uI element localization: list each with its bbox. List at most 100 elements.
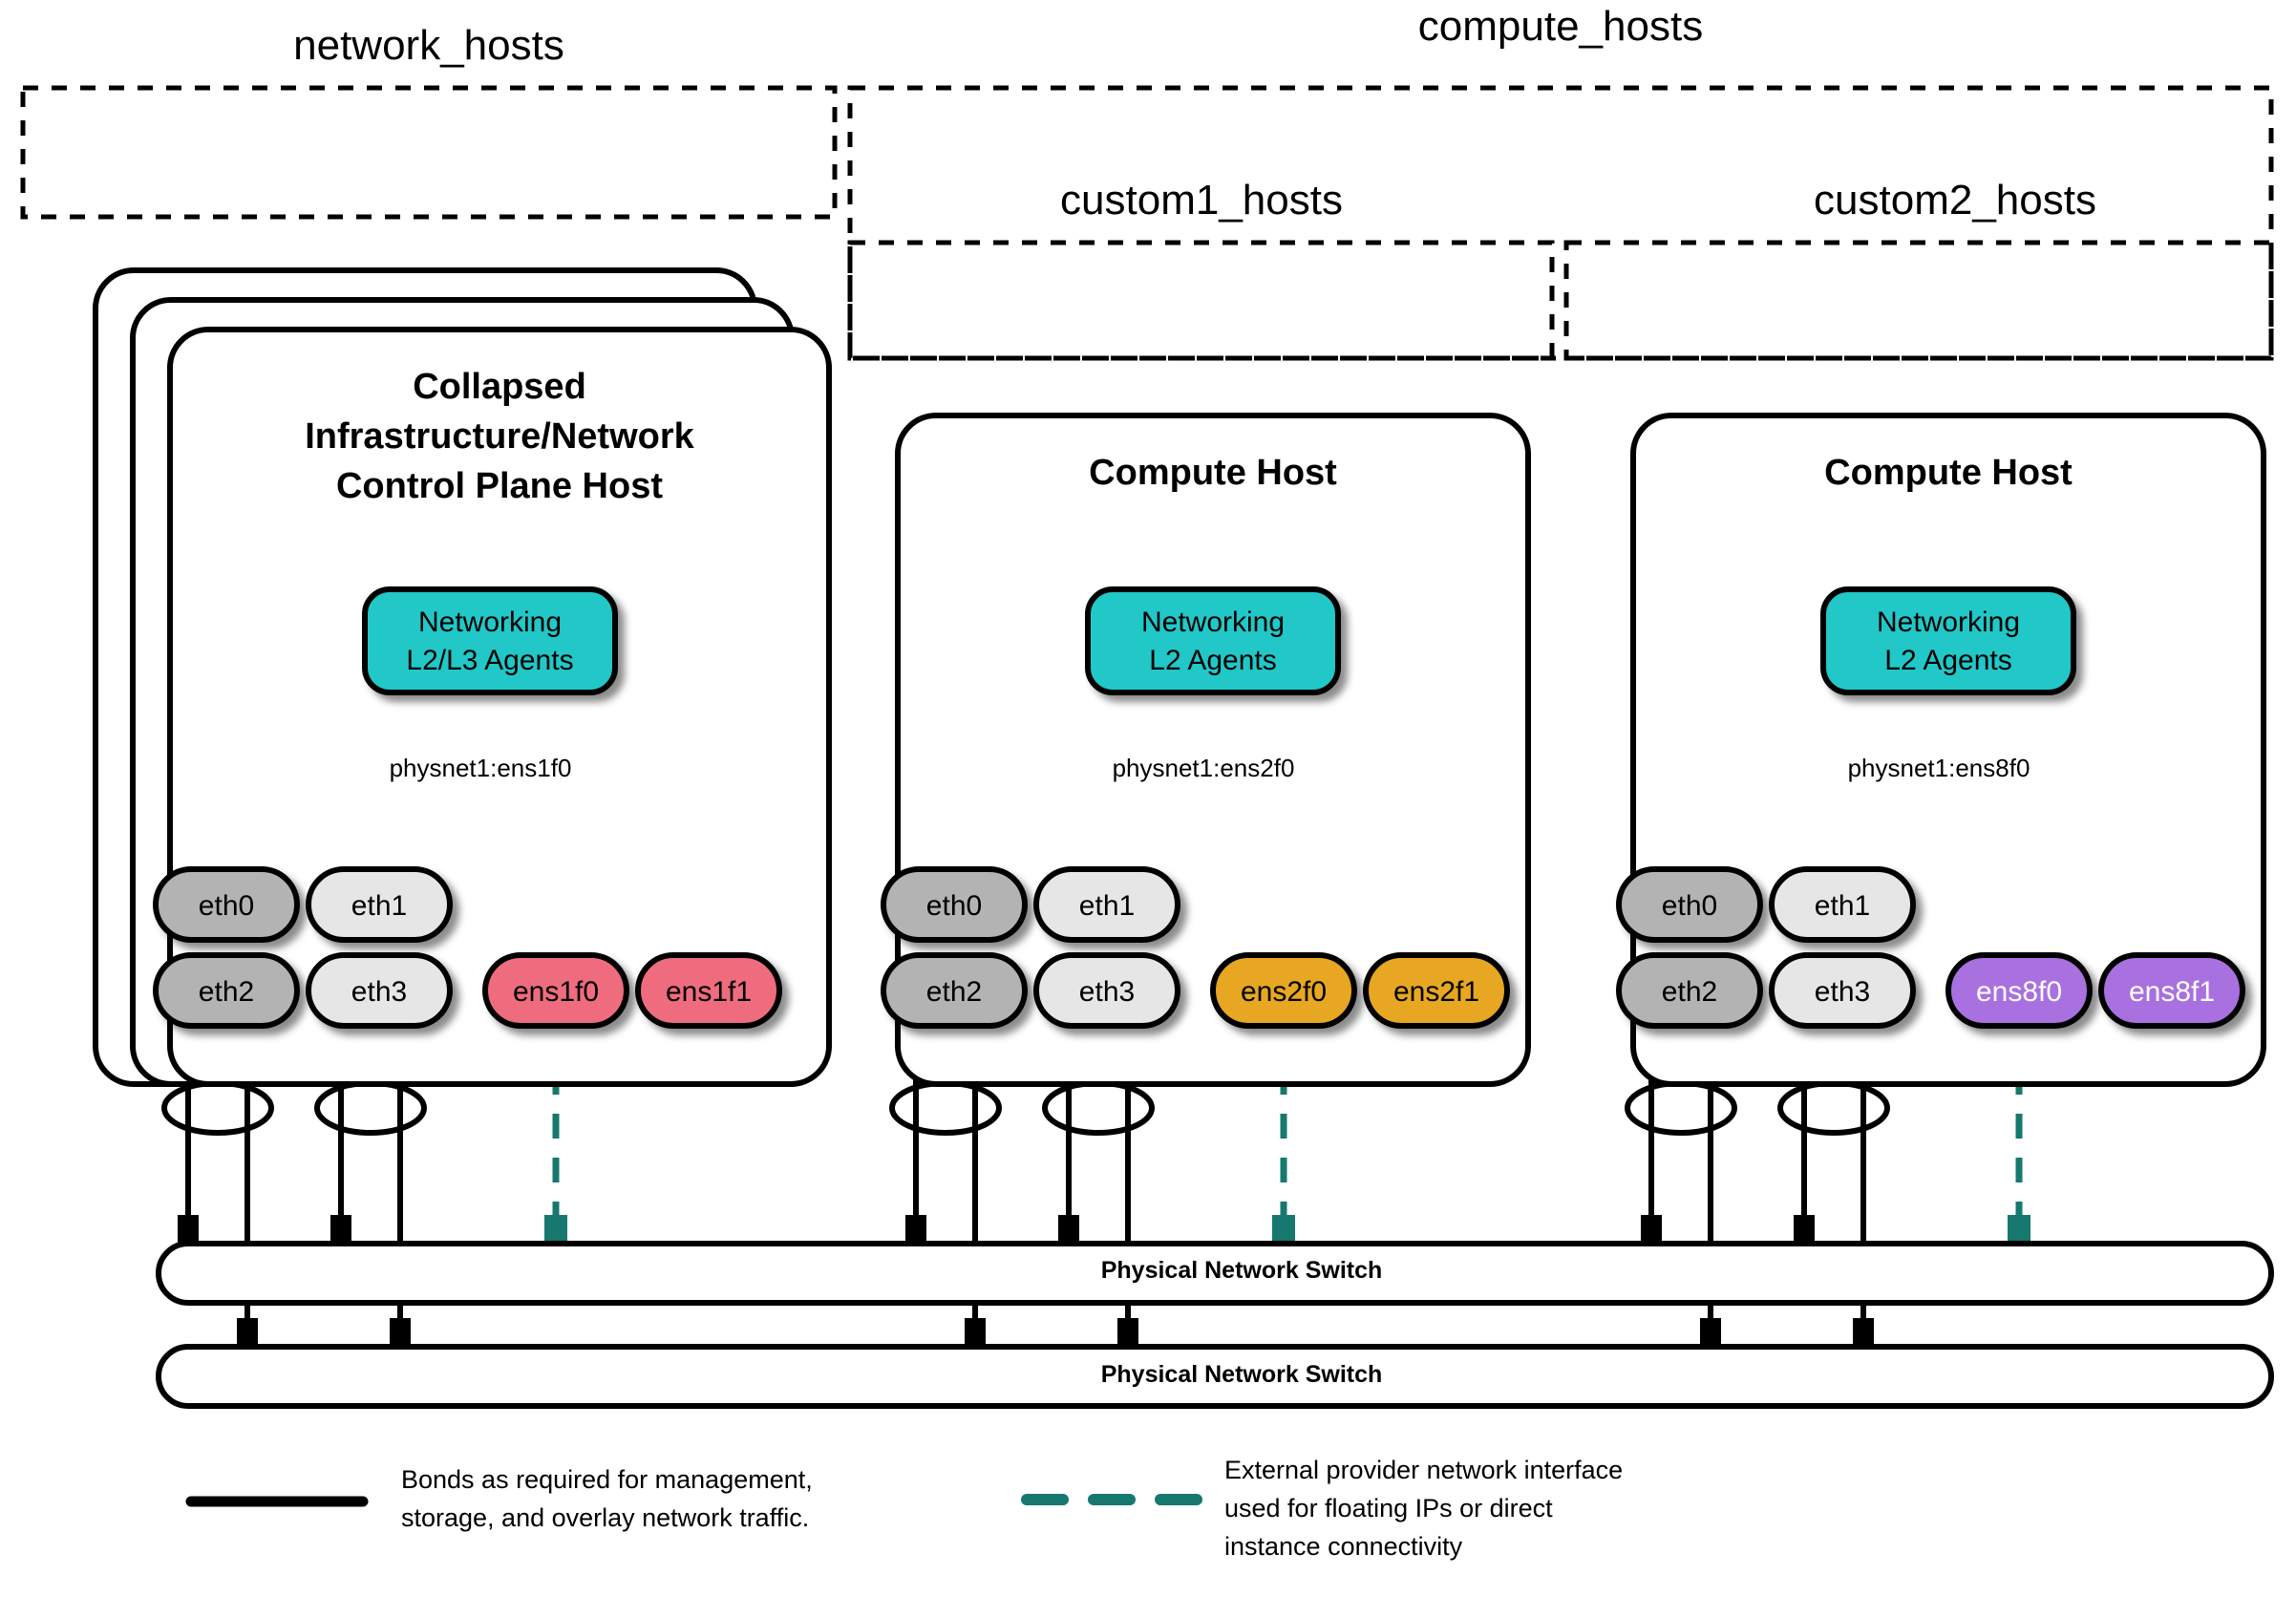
group-custom2_hosts: custom2_hosts: [1563, 177, 2274, 361]
switch-switch-bottom[interactable]: Physical Network Switch: [156, 1344, 2274, 1409]
nic-label: ens2f1: [1393, 976, 1479, 1008]
bond-group-ellipse: [314, 1080, 427, 1136]
nic-pill[interactable]: [881, 952, 1028, 1029]
nic-eth3[interactable]: eth3: [306, 952, 453, 1029]
nic-ens8f1[interactable]: ens8f1: [2098, 952, 2245, 1029]
nic-pill[interactable]: [306, 952, 453, 1029]
bond-group-ellipse: [161, 1080, 274, 1136]
agent-rect[interactable]: [1820, 586, 2076, 695]
provider-switch-port: [544, 1215, 567, 1244]
agent-label-line: L2/L3 Agents: [406, 645, 573, 676]
agent-label-line: Networking: [1141, 607, 1285, 638]
bond-group-ellipse: [889, 1080, 1002, 1136]
nic-label: eth3: [351, 976, 407, 1008]
nic-pill[interactable]: [1033, 952, 1180, 1029]
switch-label: Physical Network Switch: [1101, 1257, 1383, 1284]
host-title-line: Control Plane Host: [336, 466, 663, 506]
nic-eth3[interactable]: eth3: [1033, 952, 1180, 1029]
bond-group-ellipse: [1042, 1080, 1155, 1136]
nic-pill[interactable]: [153, 952, 300, 1029]
switch-bar[interactable]: [156, 1344, 2274, 1409]
nic-label: eth1: [1815, 890, 1870, 922]
nic-pill[interactable]: [1945, 952, 2093, 1029]
nic-label: eth0: [926, 890, 982, 922]
nic-pill[interactable]: [1363, 952, 1510, 1029]
provider-switch-port: [1272, 1215, 1295, 1244]
nic-label: eth2: [926, 976, 982, 1008]
group-label-custom2_hosts: custom2_hosts: [1814, 177, 2096, 224]
switch-port: [965, 1318, 986, 1347]
nic-pill[interactable]: [482, 952, 629, 1029]
group-label-network_hosts: network_hosts: [293, 22, 564, 69]
agent-rect[interactable]: [1085, 586, 1341, 695]
switch-port: [1641, 1215, 1662, 1244]
nic-eth1[interactable]: eth1: [1769, 866, 1916, 943]
switch-port: [1853, 1318, 1874, 1347]
nic-pill[interactable]: [306, 866, 453, 943]
legend-text-line: storage, and overlay network traffic.: [401, 1503, 809, 1532]
switch-port: [237, 1318, 258, 1347]
group-compute_hosts: compute_hosts: [847, 3, 2274, 361]
switch-port: [330, 1215, 351, 1244]
nic-eth0[interactable]: eth0: [881, 866, 1028, 943]
nic-pill[interactable]: [153, 866, 300, 943]
nic-pill[interactable]: [635, 952, 782, 1029]
switch-port: [905, 1215, 926, 1244]
switch-label: Physical Network Switch: [1101, 1361, 1383, 1388]
nic-eth2[interactable]: eth2: [153, 952, 300, 1029]
nic-ens2f0[interactable]: ens2f0: [1210, 952, 1357, 1029]
group-network_hosts: network_hosts: [20, 22, 838, 220]
legend-text-line: External provider network interface: [1224, 1456, 1623, 1484]
group-label-compute_hosts: compute_hosts: [1418, 3, 1703, 50]
nic-label: ens1f1: [666, 976, 752, 1008]
nic-pill[interactable]: [1616, 866, 1763, 943]
nic-eth2[interactable]: eth2: [1616, 952, 1763, 1029]
nic-eth3[interactable]: eth3: [1769, 952, 1916, 1029]
nic-ens1f0[interactable]: ens1f0: [482, 952, 629, 1029]
nic-ens8f0[interactable]: ens8f0: [1945, 952, 2093, 1029]
nic-pill[interactable]: [1210, 952, 1357, 1029]
nic-pill[interactable]: [1769, 952, 1916, 1029]
physnet-label: physnet1:ens8f0: [1848, 754, 2030, 782]
nic-eth0[interactable]: eth0: [1616, 866, 1763, 943]
host-title-line: Compute Host: [1824, 453, 2073, 493]
legend-text-line: used for floating IPs or direct: [1224, 1494, 1553, 1522]
nic-label: eth1: [351, 890, 407, 922]
nic-label: ens8f1: [2129, 976, 2215, 1008]
switch-port: [1794, 1215, 1815, 1244]
nic-label: eth0: [199, 890, 254, 922]
nic-eth0[interactable]: eth0: [153, 866, 300, 943]
switch-port: [178, 1215, 199, 1244]
host-title-line: Compute Host: [1089, 453, 1337, 493]
nic-pill[interactable]: [1769, 866, 1916, 943]
nic-pill[interactable]: [2098, 952, 2245, 1029]
nic-label: eth2: [1662, 976, 1717, 1008]
group-box-compute_hosts: [847, 85, 2274, 361]
nic-pill[interactable]: [1033, 866, 1180, 943]
nic-eth2[interactable]: eth2: [881, 952, 1028, 1029]
switch-switch-top[interactable]: Physical Network Switch: [156, 1241, 2274, 1306]
nic-label: ens8f0: [1976, 976, 2062, 1008]
nic-eth1[interactable]: eth1: [306, 866, 453, 943]
bond-group-ellipse: [1625, 1080, 1737, 1136]
nic-pill[interactable]: [881, 866, 1028, 943]
nic-ens2f1[interactable]: ens2f1: [1363, 952, 1510, 1029]
agent-rect[interactable]: [362, 586, 618, 695]
provider-switch-port: [2008, 1215, 2030, 1244]
nic-eth1[interactable]: eth1: [1033, 866, 1180, 943]
physnet-label: physnet1:ens1f0: [390, 754, 572, 782]
switch-bar[interactable]: [156, 1241, 2274, 1306]
nic-pill[interactable]: [1616, 952, 1763, 1029]
nic-label: eth0: [1662, 890, 1717, 922]
nic-ens1f1[interactable]: ens1f1: [635, 952, 782, 1029]
group-box-custom2_hosts: [1563, 240, 2274, 361]
nic-label: ens2f0: [1241, 976, 1327, 1008]
